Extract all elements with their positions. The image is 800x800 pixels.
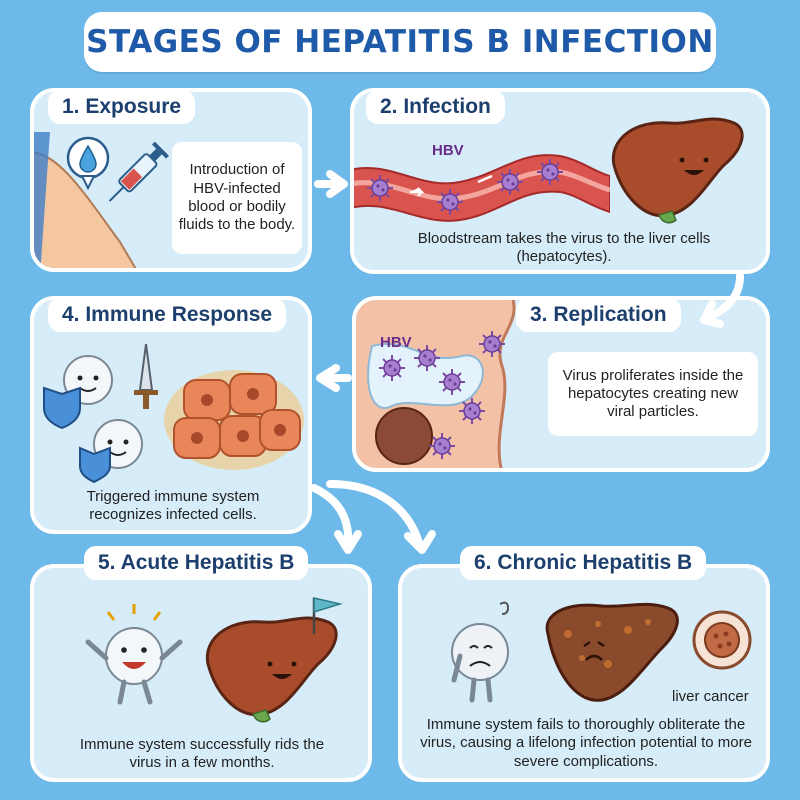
immune-cell-icon (43, 355, 143, 484)
stage-label-immune-response: 4. Immune Response (48, 298, 287, 332)
sad-immune-cell-icon (451, 601, 510, 703)
liver-icon (611, 117, 744, 225)
shield-icon (43, 386, 81, 430)
page-title: STAGES OF HEPATITIS B INFECTION (86, 24, 714, 60)
stage-description: Immune system successfully rids the viru… (79, 736, 325, 772)
hepatocyte-icon (356, 300, 516, 468)
stage-description: Introduction of HBV-infected blood or bo… (172, 142, 302, 254)
stage-panel-chronic: liver cancer Immune system fails to thor… (398, 564, 770, 782)
stage-description: Triggered immune system recognizes infec… (86, 488, 260, 524)
flag-icon (312, 597, 343, 634)
stage-panel-immune-response: Triggered immune system recognizes infec… (30, 296, 312, 534)
stage-label-chronic: 6. Chronic Hepatitis B (460, 546, 707, 580)
stage-description: Immune system fails to thoroughly oblite… (420, 716, 752, 770)
stage-description: Bloodstream takes the virus to the liver… (417, 230, 711, 266)
virus-label: HBV (432, 142, 464, 159)
immune-cell-icon (85, 604, 183, 705)
stage-label-exposure: 1. Exposure (48, 90, 196, 124)
virus-label: HBV (380, 334, 412, 351)
arm-icon (34, 132, 137, 268)
infected-cells-icon (164, 370, 304, 470)
liver-icon (205, 597, 343, 724)
syringe-icon (108, 141, 169, 202)
blood-vessel-icon (354, 154, 610, 222)
cancer-cell-icon (692, 610, 752, 670)
stage-label-infection: 2. Infection (366, 90, 505, 124)
diseased-liver-icon (545, 602, 679, 702)
liver-cancer-label: liver cancer (672, 688, 749, 705)
title-banner: STAGES OF HEPATITIS B INFECTION (84, 12, 716, 72)
stage-label-replication: 3. Replication (516, 298, 681, 332)
droplet-icon (66, 136, 110, 191)
stage-description: Virus proliferates inside the hepatocyte… (548, 352, 758, 436)
stage-label-acute: 5. Acute Hepatitis B (84, 546, 309, 580)
sword-icon (134, 343, 158, 409)
stage-panel-acute: Immune system successfully rids the viru… (30, 564, 372, 782)
